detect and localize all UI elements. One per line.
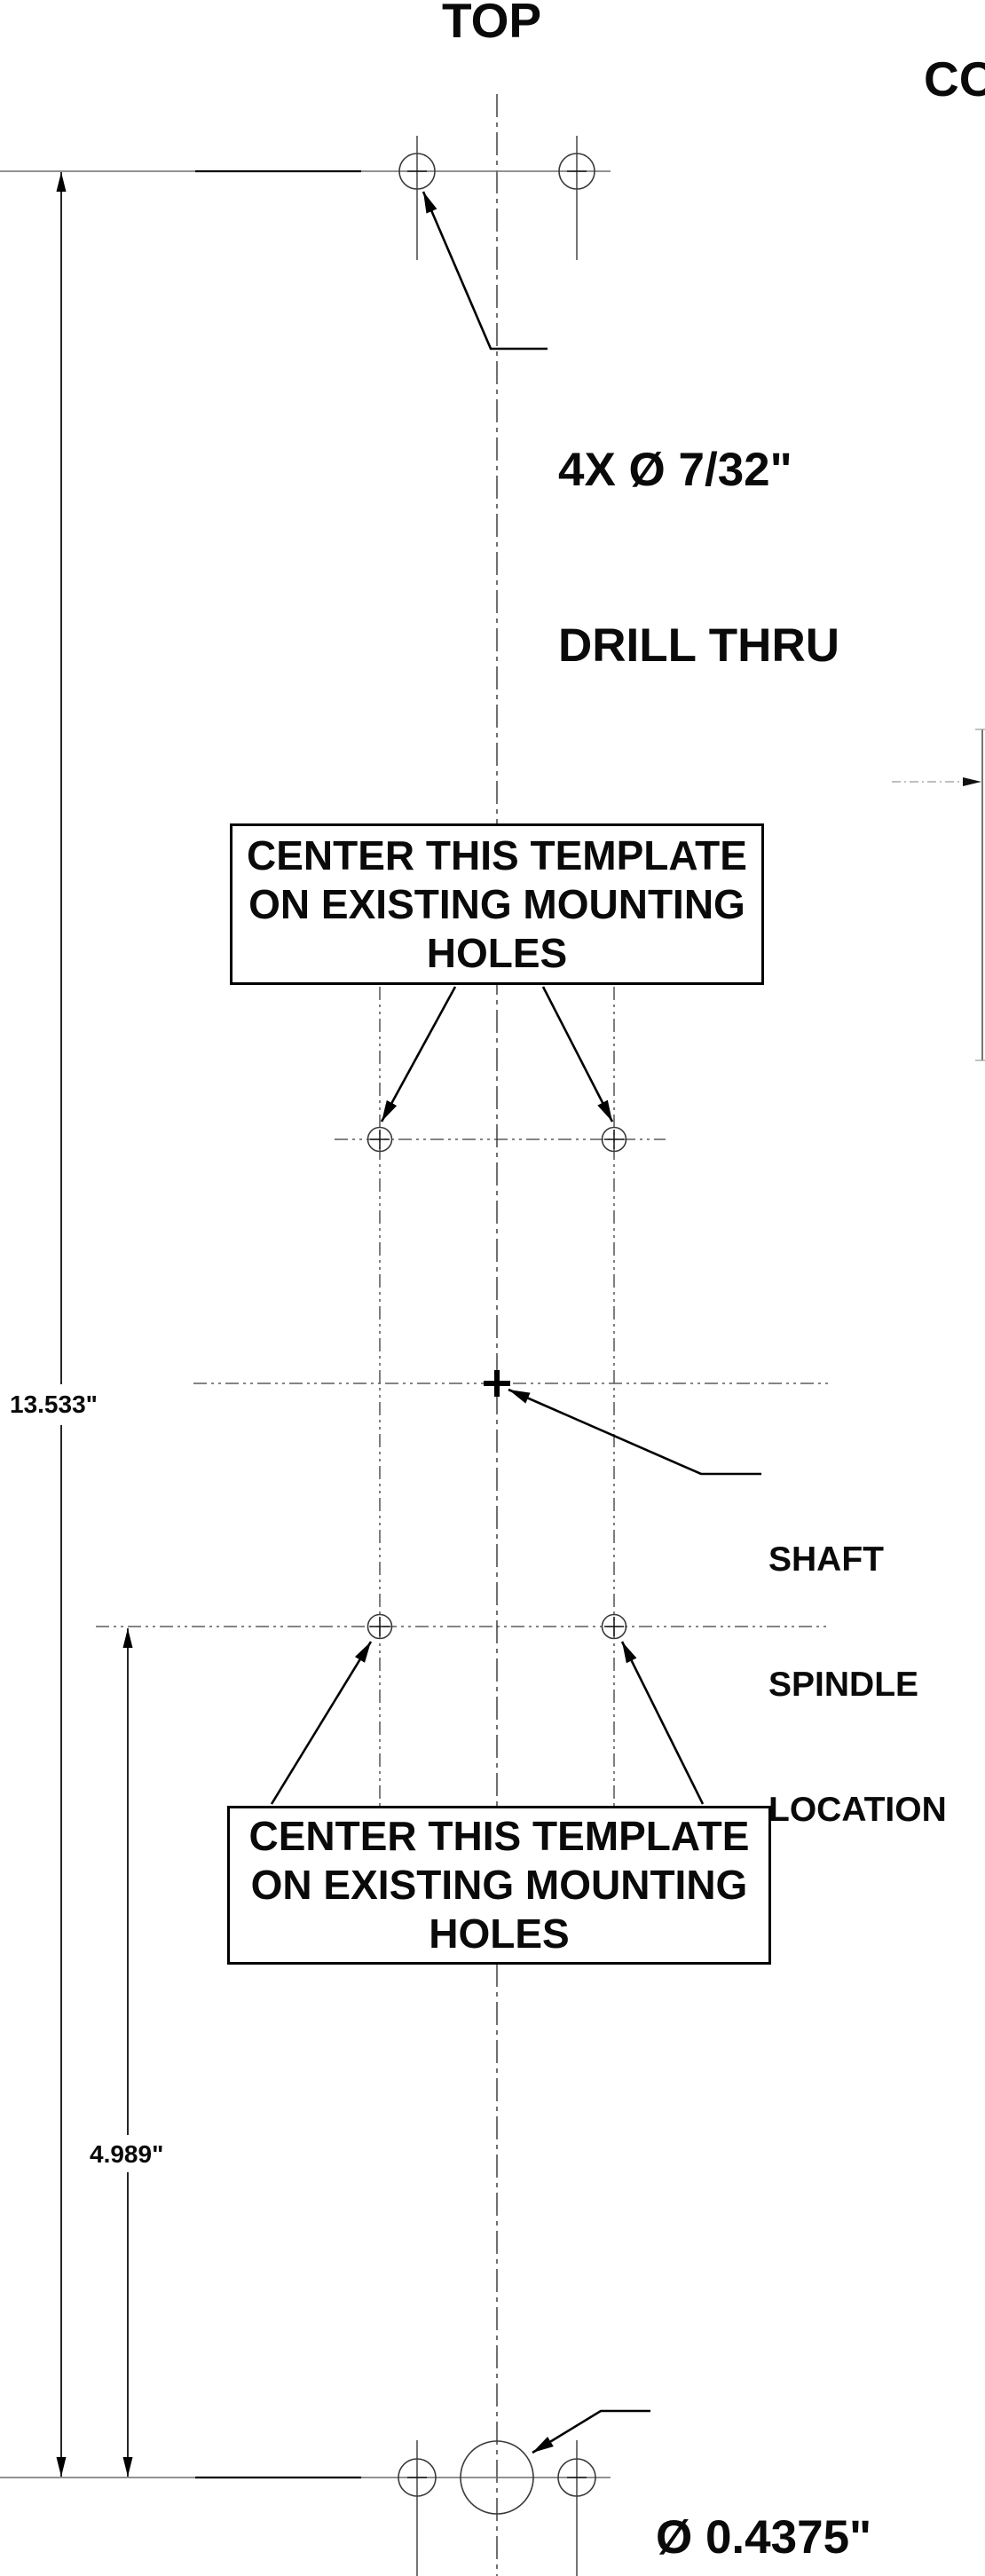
bottom-hole-right — [557, 2440, 596, 2576]
note-line2: ON EXISTING MOUNTING — [250, 1862, 748, 1908]
upper-mount-hole-row — [335, 1126, 666, 1153]
callout-top-holes: 4X Ø 7/32" DRILL THRU — [558, 324, 839, 792]
callout-bottom-hole-line1: Ø 0.4375" — [656, 2511, 872, 2564]
lower-mount-hole-row — [96, 1613, 830, 1640]
note-box-center-template-upper: CENTER THIS TEMPLATE ON EXISTING MOUNTIN… — [230, 823, 764, 985]
note-line3: HOLES — [429, 1910, 570, 1957]
shaft-line2: SPINDLE — [768, 1666, 919, 1704]
bottom-hole-leader-arrow — [532, 2409, 650, 2454]
shaft-line1: SHAFT — [768, 1540, 884, 1579]
bottom-center-hole — [460, 2440, 534, 2515]
top-hole-right — [558, 136, 595, 260]
top-hole-left — [398, 136, 436, 260]
note-line1: CENTER THIS TEMPLATE — [248, 1813, 750, 1859]
note-line3: HOLES — [426, 929, 568, 976]
callout-bottom-hole: Ø 0.4375" (7/16") DRILL THRU — [656, 2384, 937, 2576]
dimension-text-bottom-hole-spacing: 4.989" — [90, 2140, 164, 2168]
note-line1: CENTER THIS TEMPLATE — [247, 831, 747, 878]
note-box-center-template-lower: CENTER THIS TEMPLATE ON EXISTING MOUNTIN… — [227, 1806, 771, 1965]
view-title: TOP — [442, 0, 542, 48]
shaft-spindle-mark — [193, 1370, 830, 1476]
upper-box-arrows — [380, 986, 614, 1123]
shaft-line3: LOCATION — [768, 1791, 947, 1829]
label-shaft-spindle: SHAFT SPINDLE LOCATION — [768, 1455, 947, 1914]
dimension-text-overall-height: 13.533" — [10, 1390, 98, 1418]
mount-hole-centerlines-vertical — [379, 987, 615, 1806]
adjacent-view-clipped-edge — [892, 729, 985, 1061]
lower-box-arrows — [270, 1641, 705, 1805]
note-line2: ON EXISTING MOUNTING — [248, 880, 745, 927]
adjacent-view-title-clipped: CO — [924, 51, 985, 106]
callout-top-holes-line2: DRILL THRU — [558, 619, 839, 672]
callout-top-holes-line1: 4X Ø 7/32" — [558, 444, 792, 496]
bottom-hole-left — [398, 2440, 437, 2576]
top-holes-leader-arrow — [422, 191, 548, 351]
